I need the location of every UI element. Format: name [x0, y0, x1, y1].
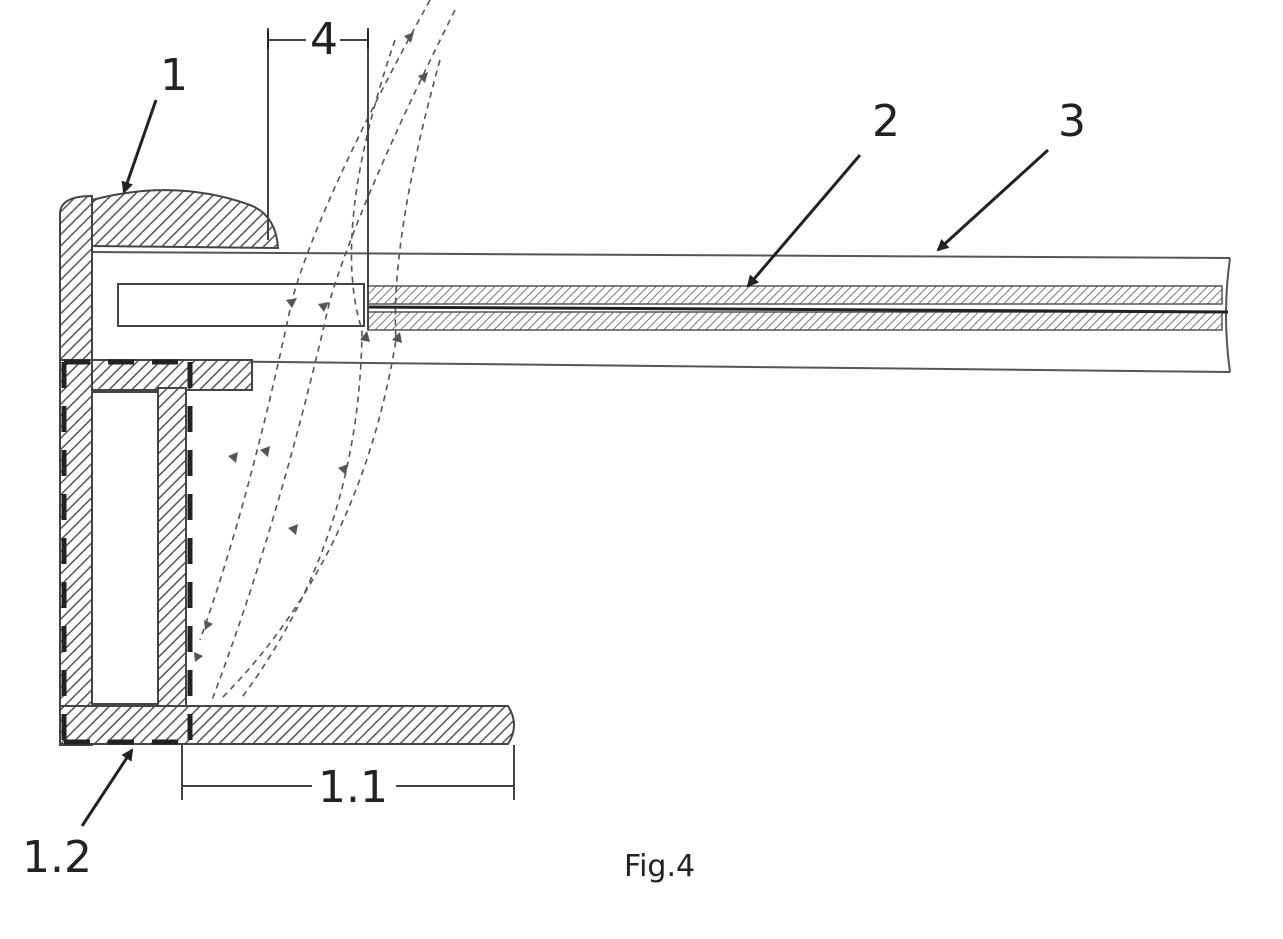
leader-1: [124, 100, 156, 192]
label-frame: 1: [160, 50, 188, 101]
leader-1-2: [82, 750, 132, 826]
light-rays: [200, 0, 455, 700]
label-corner: 1.2: [22, 832, 92, 883]
label-bottom-flange: 1.1: [318, 762, 388, 813]
panel-element: [118, 284, 1228, 330]
label-gap: 4: [310, 14, 338, 65]
figure-caption: Fig.4: [624, 849, 695, 884]
ray-arrowheads: [194, 32, 428, 662]
leader-2: [748, 155, 860, 286]
label-glass: 3: [1058, 96, 1086, 147]
leader-3: [938, 150, 1048, 250]
label-panel-element: 2: [872, 96, 900, 147]
